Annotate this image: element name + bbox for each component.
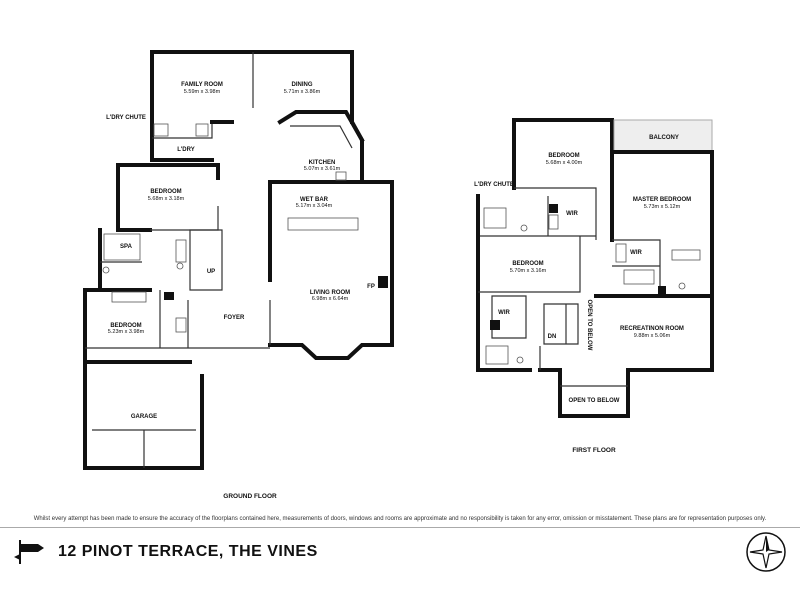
property-address: 12 PINOT TERRACE, THE VINES: [58, 543, 318, 560]
vanity-icon: [485, 345, 509, 365]
compass-icon: [746, 532, 786, 572]
wir-3-label: WIR: [498, 310, 510, 316]
laundry-tub-icon: [195, 123, 209, 137]
disclaimer-text: Whilst every attempt has been made to en…: [33, 516, 767, 522]
family-room-dims: 5.59m x 3.98m: [184, 89, 221, 95]
first-floor-labels: BEDROOM 5.68m x 4.00m BALCONY MASTER BED…: [474, 135, 691, 454]
toilet-icon: [516, 356, 524, 364]
toilet-icon: [520, 224, 528, 232]
toilet-icon: [176, 262, 184, 270]
fireplace-label: FP: [367, 284, 375, 290]
linen-cabinet-icon: [658, 286, 666, 294]
bedroom-ground-2-dims: 5.23m x 3.98m: [108, 329, 145, 335]
recreation-room-dims: 9.88m x 5.06m: [634, 333, 671, 339]
stairs-up-label: UP: [207, 269, 215, 275]
laundry-chute-label: L'DRY CHUTE: [106, 115, 146, 121]
stairs-down-label: DN: [548, 334, 557, 340]
living-room-dims: 6.98m x 6.64m: [312, 296, 349, 302]
fridge-icon: [164, 292, 174, 300]
open-to-below-label: OPEN TO BELOW: [569, 398, 620, 404]
linen-cabinet-icon: [490, 320, 500, 330]
first-floor-fixtures: [483, 204, 701, 365]
vanity-icon: [671, 249, 701, 261]
spa-bath-icon: [103, 233, 141, 261]
laundry-chute-first-label: L'DRY CHUTE: [474, 182, 514, 188]
bedroom-ground-1-label: BEDROOM: [150, 189, 181, 195]
bedroom-first-b-label: BEDROOM: [512, 261, 543, 267]
dining-label: DINING: [292, 82, 313, 88]
ground-floor-walls: [83, 50, 394, 470]
master-bedroom-label: MASTER BEDROOM: [633, 197, 691, 203]
fireplace-icon: [378, 276, 388, 288]
balcony-label: BALCONY: [649, 135, 679, 141]
wet-bar-dims: 5.17m x 3.04m: [296, 203, 333, 209]
vanity-icon: [175, 239, 187, 263]
vanity-icon: [111, 291, 147, 303]
kitchen-label: KITCHEN: [309, 160, 336, 166]
ground-floor-labels: FAMILY ROOM 5.59m x 3.98m DINING 5.71m x…: [106, 82, 375, 500]
dining-dims: 5.71m x 3.86m: [284, 89, 321, 95]
garage-label: GARAGE: [131, 414, 157, 420]
shower-icon: [175, 317, 187, 333]
foyer-label: FOYER: [224, 315, 245, 321]
laundry-label: L'DRY: [177, 147, 195, 153]
spa-label: SPA: [120, 244, 133, 250]
linen-cabinet-icon: [548, 214, 559, 230]
bath-icon: [623, 269, 655, 285]
ground-floor-fixtures: [102, 123, 388, 333]
bedroom-ground-1-dims: 5.68m x 3.18m: [148, 196, 185, 202]
first-floor-walls: [476, 118, 714, 418]
balcony-deck: [613, 119, 713, 153]
recreation-room-label: RECREATINON ROOM: [620, 326, 684, 332]
linen-cabinet-icon: [549, 204, 558, 213]
wir-1-label: WIR: [566, 211, 578, 217]
toilet-icon: [678, 282, 686, 290]
ground-floor-caption: GROUND FLOOR: [223, 493, 277, 500]
toilet-icon: [102, 266, 110, 274]
living-room-label: LIVING ROOM: [310, 290, 350, 296]
bedroom-first-a-label: BEDROOM: [548, 153, 579, 159]
kitchen-dims: 5.07m x 3.61m: [304, 166, 341, 172]
sink-icon: [335, 171, 347, 181]
master-bedroom-dims: 5.73m x 5.12m: [644, 204, 681, 210]
wir-2-label: WIR: [630, 250, 642, 256]
bedroom-first-b-dims: 5.70m x 3.16m: [510, 268, 547, 274]
first-floor-caption: FIRST FLOOR: [572, 447, 616, 454]
family-room-label: FAMILY ROOM: [181, 82, 223, 88]
wet-bar-label: WET BAR: [300, 197, 329, 203]
open-to-below-stair-label: OPEN TO BELOW: [586, 300, 592, 351]
footer-divider: [0, 527, 800, 528]
signpost-icon: [14, 540, 44, 564]
vanity-icon: [615, 243, 627, 263]
shower-icon: [483, 207, 507, 229]
bedroom-ground-2-label: BEDROOM: [110, 323, 141, 329]
laundry-tub-icon: [153, 123, 169, 137]
bedroom-first-a-dims: 5.68m x 4.00m: [546, 160, 583, 166]
